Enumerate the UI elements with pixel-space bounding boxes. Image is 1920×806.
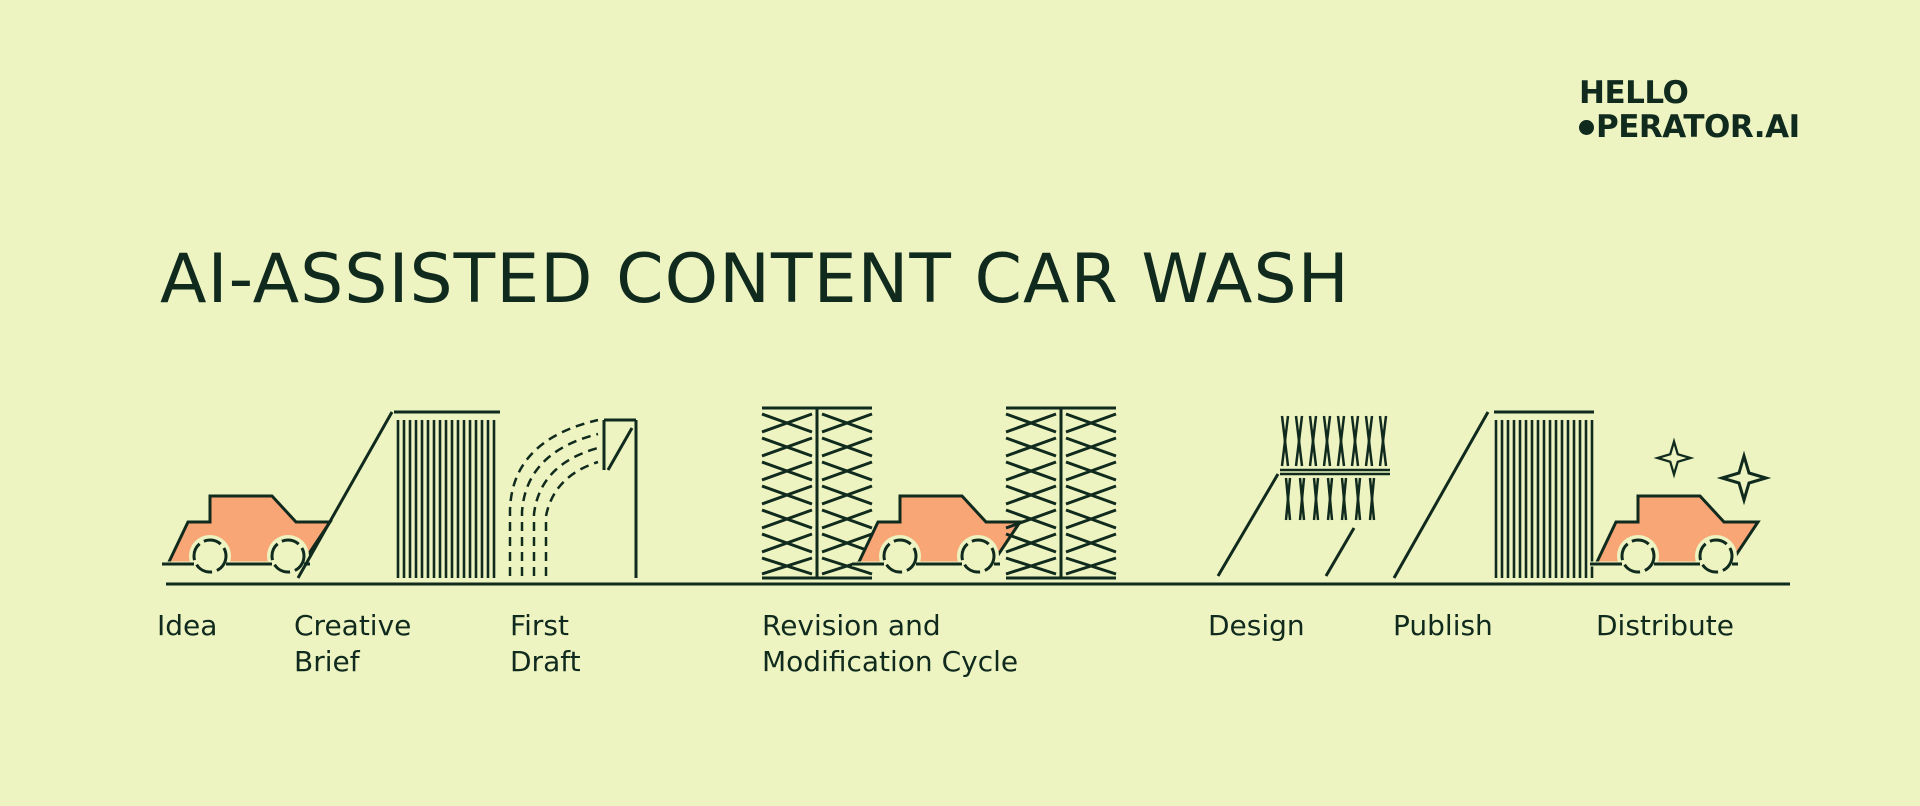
curtain-icon-publish bbox=[1392, 410, 1594, 579]
curtain-icon-brief bbox=[296, 410, 500, 579]
design-ramp-left bbox=[1216, 473, 1280, 577]
design-ramp-right bbox=[1324, 527, 1356, 577]
sparkle-icon-small bbox=[1656, 440, 1692, 476]
car-icon-revision bbox=[852, 496, 1020, 577]
stage-label-design: Design bbox=[1208, 609, 1305, 642]
brand-logo: HELLO PERATOR.AI bbox=[1579, 76, 1800, 144]
sparkle-icon-large bbox=[1720, 454, 1768, 502]
brush-icon-left bbox=[760, 406, 874, 580]
stage-label-creative-brief: Creative Brief bbox=[294, 609, 412, 678]
spray-arch-icon-draft bbox=[508, 418, 599, 576]
brand-line-1: HELLO bbox=[1579, 75, 1689, 111]
brand-line-2: PERATOR.AI bbox=[1579, 110, 1800, 144]
spray-nozzle-icon bbox=[602, 418, 638, 578]
stage-label-publish: Publish bbox=[1393, 609, 1493, 642]
brand-line-2-text: PERATOR.AI bbox=[1596, 109, 1800, 145]
page-title: AI-ASSISTED CONTENT CAR WASH bbox=[160, 240, 1350, 319]
brush-icon-right bbox=[1004, 406, 1118, 580]
logo-dot-icon bbox=[1579, 120, 1594, 135]
stage-label-first-draft: First Draft bbox=[510, 609, 581, 678]
stage-label-idea: Idea bbox=[157, 609, 218, 642]
car-icon-distribute bbox=[1590, 496, 1758, 577]
brush-icon-design bbox=[1280, 415, 1390, 521]
stage-label-distribute: Distribute bbox=[1596, 609, 1734, 642]
stage-label-revision: Revision and Modification Cycle bbox=[762, 609, 1019, 678]
